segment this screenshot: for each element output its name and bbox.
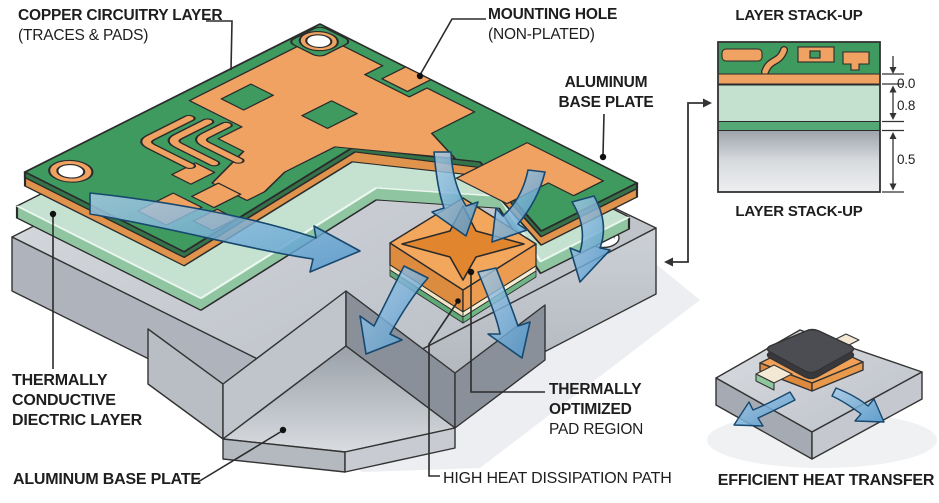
dim-dielectric: 0.8 (897, 98, 916, 113)
mini-tab-left-side (755, 373, 775, 391)
mini-chip-top (766, 328, 855, 374)
label-copper-circuitry: COPPER CIRCUITRY LAYER (TRACES & PADS) (18, 6, 223, 46)
dot-aluminum-upper (599, 153, 607, 161)
leader-dots (49, 72, 607, 434)
leader-aluminum-upper (602, 113, 605, 156)
label-aluminum-base-plate-upper: ALUMINUM BASE PLATE (545, 73, 667, 113)
label-thermally-conductive: THERMALLY CONDUCTIVE DIECTRIC LAYER (12, 371, 142, 431)
stackup-border (717, 41, 881, 193)
copper-pad-4 (170, 162, 216, 185)
label-aluminum-upper-line2: BASE PLATE (558, 94, 654, 111)
green-island-2 (301, 100, 358, 129)
board-hole-left (48, 159, 94, 183)
leader-copper-circuitry (206, 20, 233, 71)
plate-shadow (24, 264, 700, 472)
dot-dielectric (49, 210, 57, 218)
label-thermally-optimized-line1: THERMALLY (549, 381, 642, 398)
leader-aluminum-lower (197, 430, 283, 483)
green-island-1 (220, 83, 275, 111)
label-thermally-conductive-line1: THERMALLY (12, 372, 108, 389)
layer-stackup-panel (664, 41, 904, 267)
dot-aluminum-lower (279, 426, 287, 434)
label-thermally-conductive-line3: DIECTRIC LAYER (12, 412, 142, 429)
mini-heat-arrows (733, 387, 885, 427)
mini-arrow-left (733, 391, 796, 427)
dielectric-top-highlight (15, 187, 631, 299)
heat-arrow-left-in (89, 192, 361, 273)
mini-arrow-right (831, 387, 885, 423)
label-stackup-title-bottom: LAYER STACK-UP (735, 203, 863, 220)
label-copper-circuitry-line2: (TRACES & PADS) (18, 27, 149, 44)
label-mounting-hole-line2: (NON-PLATED) (488, 26, 595, 43)
efficient-heat-mini-diagram (715, 328, 923, 460)
mini-pad-right (811, 361, 864, 392)
label-aluminum-base-plate-lower: ALUMINUM BASE PLATE (13, 471, 201, 488)
label-thermally-optimized-line3: PAD REGION (549, 421, 644, 438)
label-stackup-title-top: LAYER STACK-UP (735, 7, 863, 24)
heat-arrow-top-right-in (491, 169, 546, 243)
copper-tab-nonplated (381, 66, 432, 92)
heat-flow-arrows (89, 151, 611, 359)
dim-base: 0.5 (897, 152, 916, 167)
stackup-base-gray (717, 130, 881, 193)
leader-lines (52, 18, 605, 483)
stackup-dimensions (882, 56, 904, 193)
dot-thermally-optimized (467, 268, 475, 276)
stackup-copper-foil (717, 73, 881, 85)
stackup-connector-arrow (664, 98, 712, 267)
label-thermally-optimized: THERMALLY OPTIMIZED PAD REGION (549, 380, 643, 440)
label-mounting-hole: MOUNTING HOLE (NON-PLATED) (488, 5, 617, 45)
stackup-traces (721, 46, 870, 76)
label-mounting-hole-line1: MOUNTING HOLE (488, 6, 618, 23)
label-thermally-conductive-line2: CONDUCTIVE (12, 392, 116, 409)
pocket-floor-edge-right (344, 427, 456, 473)
label-copper-circuitry-line1: COPPER CIRCUITRY LAYER (18, 7, 223, 24)
stackup-dielectric (717, 84, 881, 122)
dot-high-heat (455, 298, 461, 304)
dim-copper: 0.0 (897, 76, 916, 91)
label-efficient-heat-transfer: EFFICIENT HEAT TRANSFER (717, 472, 935, 489)
leader-mounting-hole (419, 18, 486, 76)
leader-high-heat (428, 300, 459, 477)
leader-thermally-optimized (470, 275, 545, 393)
heat-arrow-down-right (477, 267, 531, 359)
label-high-heat-dissipation: HIGH HEAT DISSIPATION PATH (443, 470, 672, 487)
heat-arrow-right-wrap (569, 195, 611, 283)
heat-arrow-down-left (359, 265, 429, 355)
copper-pad-2 (190, 182, 242, 209)
board-hole-top (290, 26, 350, 57)
heat-arrow-top-in (431, 151, 479, 237)
routing-traces (140, 114, 245, 170)
stackup-green-strip (717, 121, 881, 131)
dot-mounting-hole (416, 72, 424, 80)
label-aluminum-upper-line1: ALUMINUM (564, 74, 648, 91)
label-thermally-optimized-line2: OPTIMIZED (549, 401, 632, 418)
